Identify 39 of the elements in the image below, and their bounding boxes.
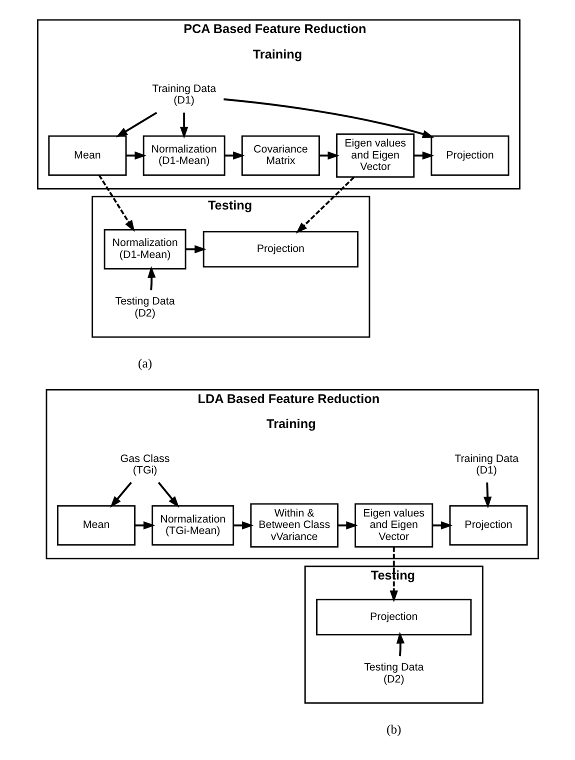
node-text: Training Data (D1) xyxy=(152,82,216,107)
arrow xyxy=(432,521,452,530)
node-text: Testing Data (D2) xyxy=(364,662,424,686)
node-box: Covariance Matrix xyxy=(240,135,320,176)
node-box: Mean xyxy=(56,505,136,546)
node-box: Projection xyxy=(448,505,528,546)
arrow xyxy=(115,112,157,138)
node-box: Normalization (D1-Mean) xyxy=(142,135,225,176)
arrow xyxy=(147,266,156,290)
node-box: Normalization (TGi-Mean) xyxy=(151,505,234,546)
arrow xyxy=(134,521,155,530)
node-text: Testing Data (D2) xyxy=(114,296,174,320)
node-box: Projection xyxy=(316,598,472,636)
arrow xyxy=(483,482,492,508)
node-box: Eigen values and Eigen Vector xyxy=(336,133,414,178)
node-box: Within & Between Class vVariance xyxy=(250,503,338,548)
arrow xyxy=(389,547,398,602)
node-box: Projection xyxy=(202,230,358,268)
arrow xyxy=(224,151,244,160)
arrow xyxy=(179,112,188,139)
arrow xyxy=(319,151,339,160)
arrow xyxy=(414,151,434,160)
node-text: Training Data (D1) xyxy=(454,452,518,476)
node-text: Gas Class (TGi) xyxy=(120,452,170,476)
arrow xyxy=(223,98,434,138)
node-box: Mean xyxy=(48,135,126,176)
label: (a) xyxy=(138,356,152,371)
arrow xyxy=(157,482,179,508)
arrow xyxy=(110,482,132,508)
arrow xyxy=(185,245,206,254)
arrow xyxy=(98,174,134,232)
node-box: Projection xyxy=(430,135,509,176)
label: (b) xyxy=(386,722,401,737)
node-box: Normalization (D1-Mean) xyxy=(103,229,186,270)
arrow xyxy=(337,521,358,530)
node-box: Eigen values and Eigen Vector xyxy=(354,503,433,548)
arrow xyxy=(396,632,404,656)
arrow xyxy=(233,521,254,530)
arrow xyxy=(126,151,146,160)
